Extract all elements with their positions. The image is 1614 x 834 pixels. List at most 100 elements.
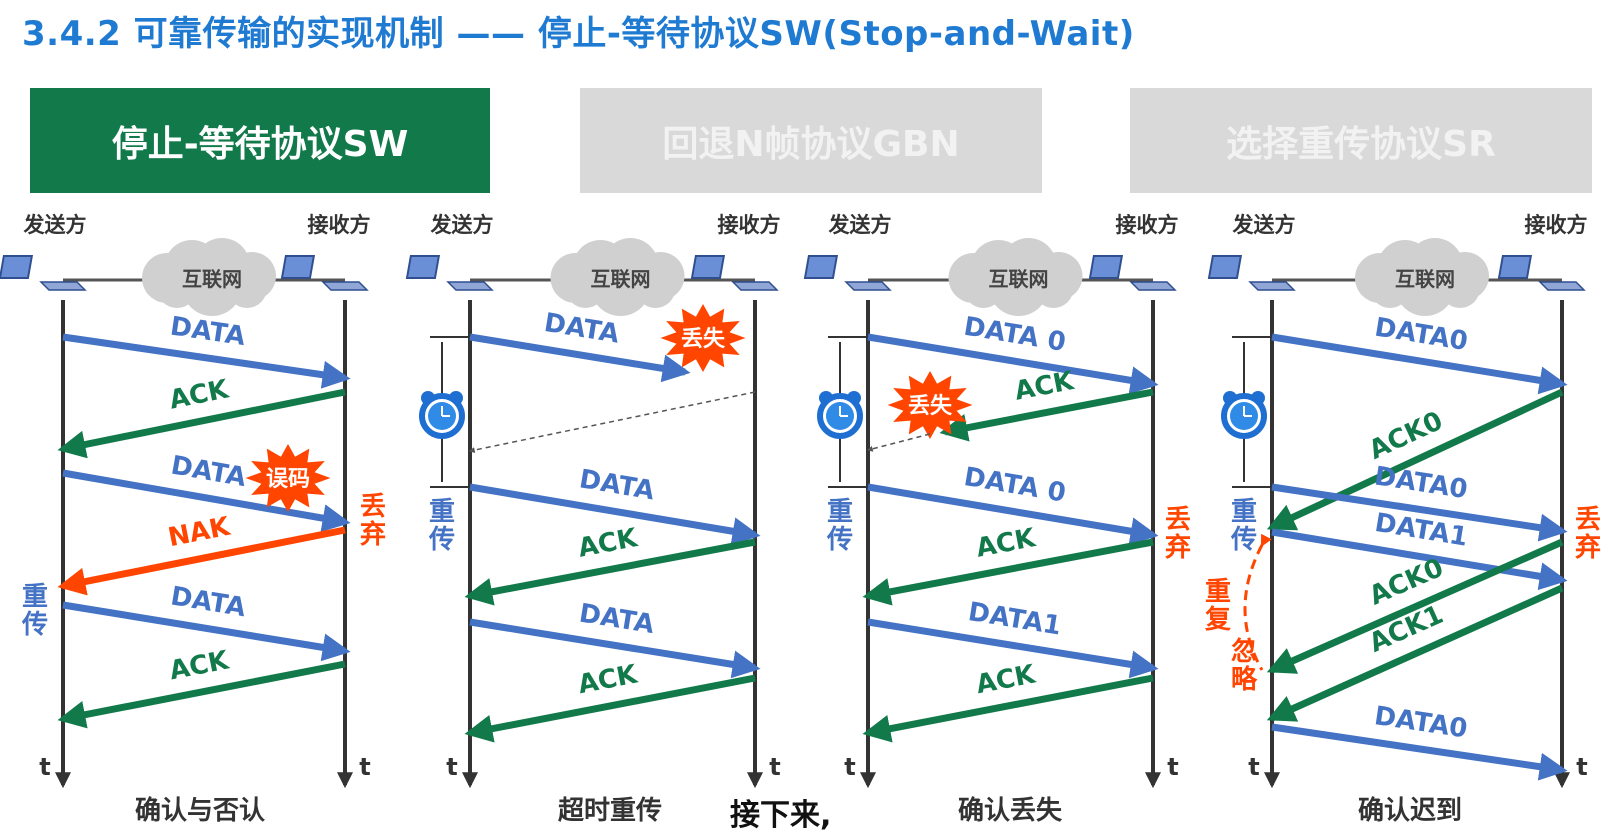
sender-label: 发送方 — [1232, 213, 1296, 237]
timer-icon — [817, 391, 863, 439]
data-arrow — [62, 601, 351, 662]
data-label: DATA0 — [1372, 461, 1469, 505]
timer-icon — [1221, 391, 1267, 439]
network-label: 互联网 — [591, 267, 651, 291]
ack-label: ACK — [974, 523, 1039, 564]
data-label: DATA0 — [1372, 701, 1469, 744]
time-axis-label: t — [769, 753, 780, 781]
receiver-laptop-icon — [1497, 255, 1586, 291]
sender-laptop-icon — [803, 255, 892, 291]
laptop-base — [844, 281, 892, 291]
laptop-base — [39, 281, 87, 291]
data-arrow — [867, 618, 1159, 679]
ack-label: ACK — [576, 523, 641, 564]
receiver-label: 接收方 — [1525, 213, 1588, 237]
nak-arrow — [57, 526, 346, 596]
char: 弃 — [1575, 532, 1601, 563]
tab-stop-and-wait[interactable]: 停止-等待协议SW — [30, 88, 490, 193]
time-axis-label: t — [844, 753, 855, 781]
laptop-base — [1538, 281, 1586, 291]
cloud-icon — [1355, 238, 1489, 316]
sender-label: 发送方 — [23, 213, 87, 237]
sender-laptop-icon — [405, 255, 494, 291]
char: 略 — [1231, 664, 1258, 695]
caption-ack-lost: 确认丢失 — [957, 796, 1062, 826]
char: 复 — [1205, 605, 1232, 635]
lost-burst: 丢失 — [660, 304, 746, 372]
data-label: DATA — [542, 308, 621, 350]
data-arrow — [469, 483, 761, 546]
burst-label: 丢失 — [681, 327, 726, 352]
discard-label: 丢弃 — [1575, 505, 1601, 563]
laptop-base — [1129, 281, 1177, 291]
ack-label: ACK — [167, 645, 232, 686]
network-label: 互联网 — [1395, 267, 1455, 291]
caption-ack-nak: 确认与否认 — [134, 796, 265, 826]
video-subtitle: 接下来, — [730, 798, 832, 833]
data-label: DATA — [168, 311, 247, 352]
data-label: DATA1 — [966, 597, 1063, 642]
duplicate-label: 重复 — [1205, 577, 1232, 635]
receiver-laptop-icon — [690, 255, 779, 291]
tab-selective-repeat[interactable]: 选择重传协议SR — [1130, 88, 1592, 193]
lost-burst: 丢失 — [887, 371, 973, 439]
ack-label: ACK0 — [1365, 406, 1448, 466]
ack-arrow — [862, 538, 1154, 606]
cloud-icon — [142, 238, 276, 316]
ack-arrow — [57, 660, 346, 729]
char: 弃 — [1165, 532, 1191, 563]
sender-laptop-icon — [0, 255, 87, 291]
char: 传 — [826, 525, 853, 555]
laptop-screen — [405, 255, 441, 279]
data-arrow — [62, 469, 351, 532]
laptop-screen — [1207, 255, 1243, 279]
ack-label: ACK — [167, 374, 232, 415]
timer-icon — [419, 391, 465, 439]
burst-shape — [245, 444, 331, 512]
char: 重 — [22, 582, 48, 612]
tab-go-back-n[interactable]: 回退N帧协议GBN — [580, 88, 1042, 193]
ack-arrow — [939, 388, 1154, 442]
laptop-screen — [0, 255, 34, 279]
data-arrow — [1271, 333, 1568, 395]
data-arrow — [867, 333, 1159, 395]
ack-arrow — [57, 388, 346, 459]
data-label: DATA — [168, 581, 247, 623]
discard-label: 丢弃 — [1165, 505, 1191, 563]
timeout-dashed-line — [866, 433, 931, 452]
ack-arrow — [862, 674, 1154, 743]
char: 重 — [827, 497, 853, 527]
discard-label: 丢弃 — [360, 492, 386, 550]
receiver-laptop-icon — [280, 255, 369, 291]
laptop-screen — [690, 255, 726, 279]
laptop-screen — [280, 255, 316, 279]
ack-arrow — [464, 538, 756, 606]
char: 弃 — [360, 519, 386, 550]
bit-error-burst: 误码 — [245, 444, 331, 512]
laptop-base — [446, 281, 494, 291]
char: 丢 — [1165, 505, 1191, 535]
ack-label: ACK — [974, 659, 1039, 700]
caption-ack-late: 确认迟到 — [1357, 796, 1462, 826]
laptop-base — [321, 281, 369, 291]
data-arrow — [1271, 723, 1568, 781]
data-label: DATA — [577, 599, 656, 641]
receiver-label: 接收方 — [718, 213, 781, 237]
time-axis-label: t — [1576, 753, 1587, 781]
char: 丢 — [1575, 505, 1601, 535]
network-label: 互联网 — [182, 267, 242, 291]
ack-arrow — [1266, 584, 1564, 722]
data-arrow — [469, 618, 761, 679]
timeout-dashed-line — [468, 391, 756, 453]
data-arrow — [867, 483, 1159, 546]
data-arrow — [1271, 483, 1568, 542]
time-axis-label: t — [1248, 753, 1259, 781]
sender-laptop-icon — [1207, 255, 1296, 291]
ack-arrow — [1266, 538, 1564, 674]
burst-shape — [887, 371, 973, 439]
char: 丢 — [360, 492, 386, 522]
cloud-icon — [550, 238, 685, 316]
char: 传 — [428, 525, 455, 555]
burst-label: 误码 — [266, 467, 310, 492]
